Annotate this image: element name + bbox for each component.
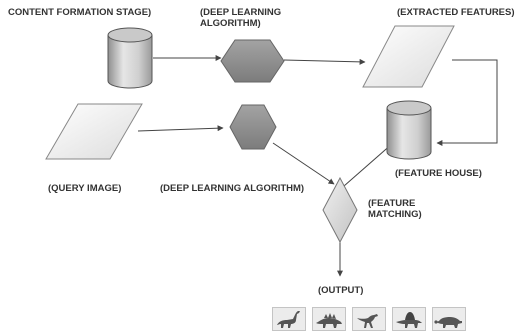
- content-formation-stage-label: CONTENT FORMATION STAGE): [8, 7, 152, 18]
- connector-query-image-to-algorithm: [137, 125, 224, 132]
- query-image-parallelogram-icon: [45, 103, 143, 160]
- feature-house-cylinder-icon: [386, 100, 432, 160]
- connector-feature-house-to-feature-matching: [343, 142, 394, 187]
- dinosaur-ankylosaurus-icon: [432, 307, 466, 331]
- content-database-cylinder-icon: [107, 27, 153, 89]
- connector-algorithm-to-feature-matching: [272, 142, 335, 185]
- feature-matching-label: (FEATURE MATCHING): [368, 198, 422, 220]
- deep-learning-hexagon-bottom-icon: [229, 104, 277, 150]
- query-image-label: (QUERY IMAGE): [48, 183, 122, 194]
- dinosaur-raptor-icon: [352, 307, 386, 331]
- deep-learning-hexagon-top-icon: [220, 39, 285, 83]
- feature-house-label: (FEATURE HOUSE): [395, 168, 482, 179]
- extracted-features-label: (EXTRACTED FEATURES): [397, 7, 515, 18]
- dinosaur-long-neck-icon: [272, 307, 306, 331]
- output-thumbnail-strip: [272, 307, 472, 333]
- connector-algorithm-to-extracted-features: [283, 58, 366, 65]
- extracted-features-parallelogram-icon: [362, 25, 455, 88]
- feature-matching-diamond-icon: [322, 176, 358, 244]
- deep-learning-algorithm-top-label: (DEEP LEARNING ALGORITHM): [200, 7, 282, 29]
- dinosaur-spinosaurus-icon: [392, 307, 426, 331]
- deep-learning-algorithm-bottom-label: (DEEP LEARNING ALGORITHM): [160, 183, 305, 194]
- output-label: (OUTPUT): [318, 285, 364, 296]
- connector-extracted-features-to-feature-house: [436, 59, 498, 146]
- dinosaur-stegosaurus-icon: [312, 307, 346, 331]
